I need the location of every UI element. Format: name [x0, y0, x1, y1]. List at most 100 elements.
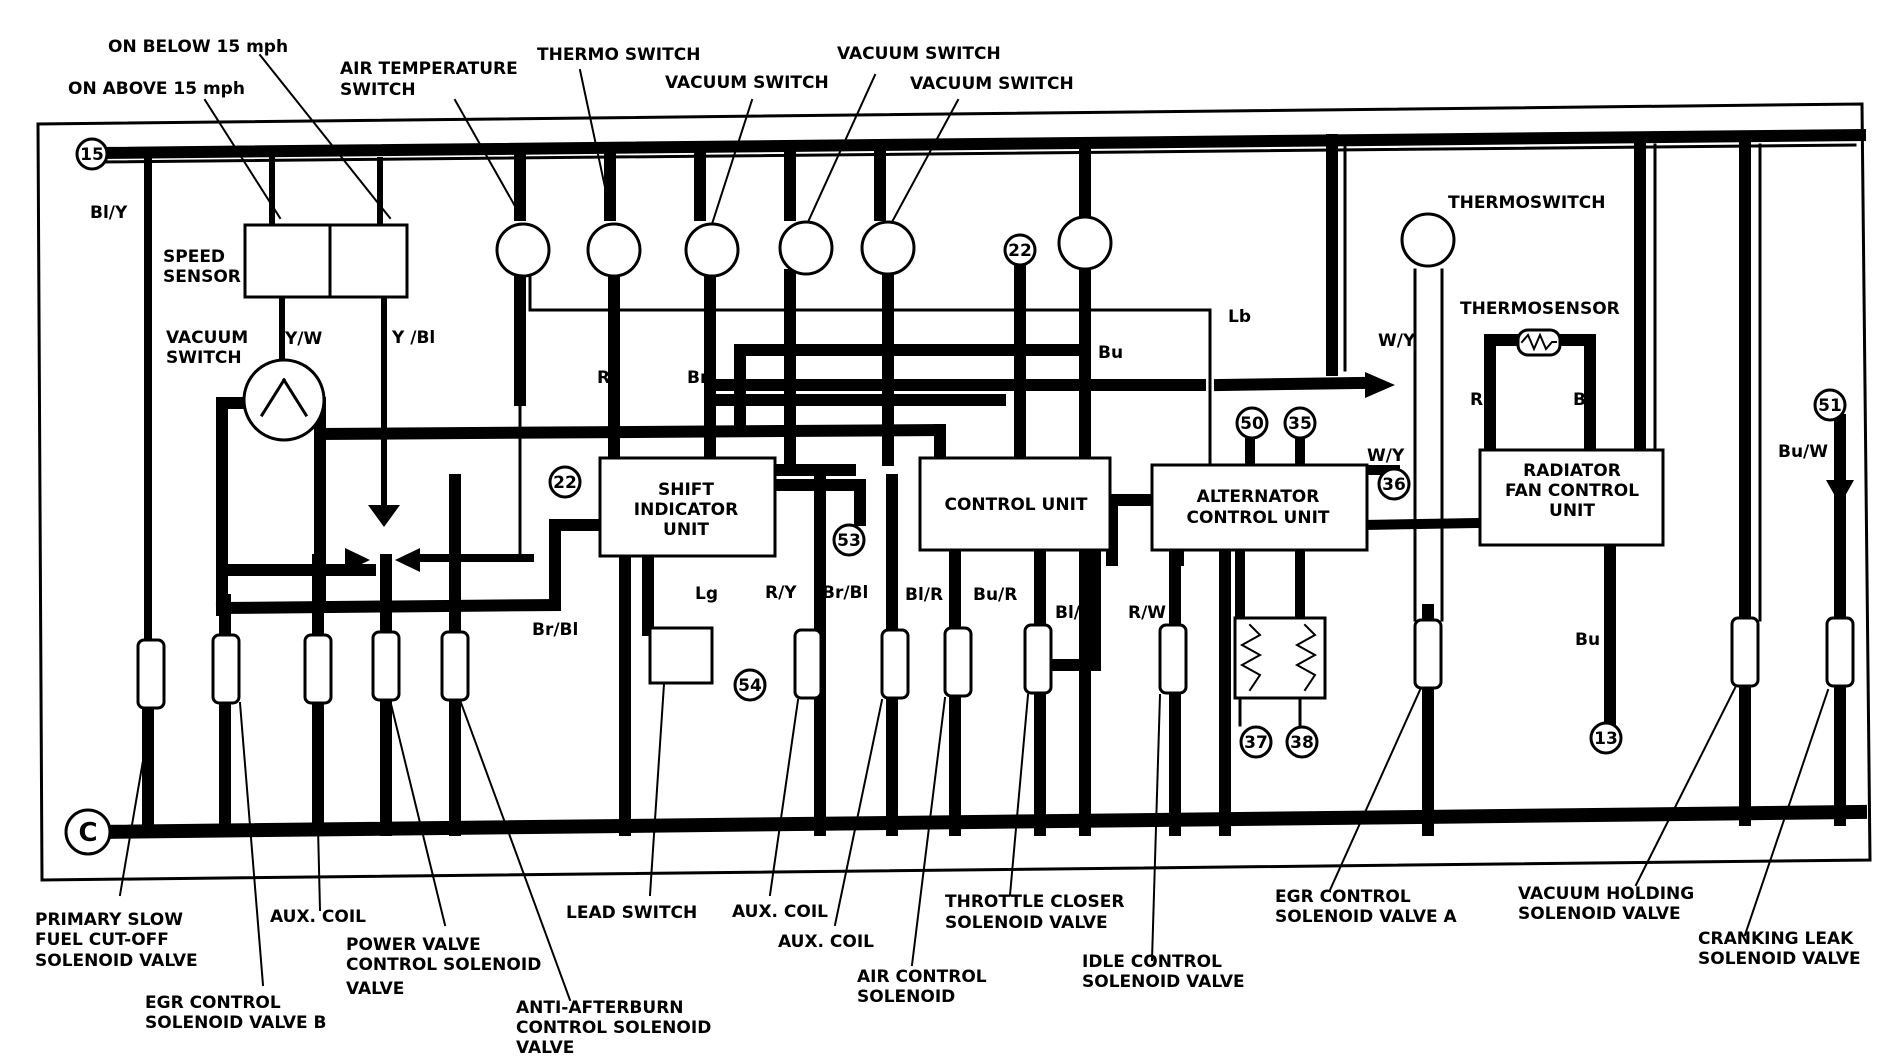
- vacuum-switch-left-label-2: SWITCH: [166, 348, 242, 368]
- arrow-head-icon: [395, 548, 420, 572]
- egr-a-label: EGR CONTROL: [1275, 887, 1411, 907]
- anti-afterburn-label: ANTI-AFTERBURN: [516, 998, 684, 1018]
- terminal-37: 37: [1244, 733, 1268, 753]
- lead-switch-box: [648, 626, 714, 685]
- cranking-leak-label: CRANKING LEAK: [1698, 929, 1854, 949]
- vacuum-switch-b-label: VACUUM SWITCH: [837, 44, 1001, 64]
- thermoswitch-icon: [1400, 212, 1456, 268]
- power-valve-solenoid-icon: [371, 630, 401, 702]
- air-temperature-switch-icon: [495, 222, 551, 278]
- radiator-fan-control-label-2: FAN CONTROL: [1505, 481, 1639, 501]
- anti-afterburn-label-2: CONTROL SOLENOID: [516, 1018, 711, 1038]
- wire-code-bu-r: Bu/R: [973, 585, 1017, 605]
- idle-control-solenoid-icon: [1158, 623, 1188, 695]
- egr-a-label-2: SOLENOID VALVE A: [1275, 907, 1458, 927]
- labels: ON BELOW 15 mph ON ABOVE 15 mph AIR TEMP…: [35, 37, 1861, 1056]
- wire-codes: Bl/Y Y/W Y /Bl R Br Bu Lb W/Y W/Y R Br B…: [90, 203, 1828, 650]
- wire-code-bu-bottom: Bu: [1575, 630, 1600, 650]
- shift-indicator-unit-box: [598, 456, 777, 558]
- on-below-15-label: ON BELOW 15 mph: [108, 37, 288, 57]
- shift-indicator-label-2: INDICATOR: [634, 500, 738, 520]
- solenoid-valves: [136, 616, 1855, 710]
- anti-afterburn-label-3: VALVE: [516, 1038, 574, 1056]
- alternator-control-unit-label-2: CONTROL UNIT: [1187, 508, 1330, 528]
- egr-a-solenoid-icon: [1413, 618, 1443, 690]
- air-control-solenoid-icon: [943, 626, 973, 698]
- aux-coil-2-icon: [793, 628, 823, 700]
- wire-code-lg: Lg: [695, 584, 718, 604]
- air-control-label-2: SOLENOID: [857, 987, 955, 1007]
- aux-coil-1-label: AUX. COIL: [270, 907, 366, 927]
- control-unit-box: [918, 456, 1112, 552]
- terminal-50: 50: [1240, 414, 1264, 434]
- terminal-15: 15: [80, 145, 104, 165]
- wire-code-y-bl: Y /Bl: [391, 328, 435, 348]
- vacuum-switch-left: [242, 358, 326, 442]
- aux-coil-1-icon: [303, 633, 333, 705]
- vacuum-switch-b-icon: [778, 220, 834, 276]
- egr-b-label: EGR CONTROL: [145, 993, 281, 1013]
- wire-code-bu-w: Bu/W: [1778, 442, 1828, 462]
- wire-code-r-rad: R: [1470, 390, 1483, 410]
- cranking-leak-solenoid-icon: [1825, 616, 1855, 688]
- vacuum-holding-solenoid-icon: [1730, 616, 1760, 688]
- arrow-head-icon: [368, 505, 400, 527]
- egr-b-label-2: SOLENOID VALVE B: [145, 1013, 326, 1033]
- thermo-switch-label: THERMO SWITCH: [537, 45, 700, 65]
- speed-sensor-label: SPEED: [163, 247, 225, 267]
- on-above-15-label: ON ABOVE 15 mph: [68, 79, 245, 99]
- primary-slow-solenoid-icon: [136, 638, 166, 710]
- cranking-leak-label-2: SOLENOID VALVE: [1698, 949, 1861, 969]
- wire-code-br-top: Br: [687, 368, 709, 388]
- terminal-53: 53: [837, 531, 861, 551]
- power-valve-label-3: VALVE: [346, 979, 404, 999]
- wire-code-y-w: Y/W: [284, 329, 323, 349]
- radiator-fan-control-label-3: UNIT: [1549, 501, 1595, 521]
- wire-code-r-w: R/W: [1128, 603, 1166, 623]
- alternator-resistors: [1233, 616, 1327, 700]
- terminal-35: 35: [1288, 414, 1312, 434]
- primary-slow-label-2: FUEL CUT-OFF: [35, 930, 169, 950]
- wire-code-r-y: R/Y: [765, 583, 797, 603]
- speed-sensor-label-2: SENSOR: [163, 267, 241, 287]
- idle-control-label-2: SOLENOID VALVE: [1082, 972, 1245, 992]
- primary-slow-label-3: SOLENOID VALVE: [35, 951, 198, 971]
- wire-code-w-y-1: W/Y: [1378, 331, 1416, 351]
- terminal-38: 38: [1290, 733, 1314, 753]
- wire-code-br-bl-2: Br/Bl: [822, 583, 868, 603]
- anti-afterburn-solenoid-icon: [440, 630, 470, 702]
- radiator-fan-control-label: RADIATOR: [1523, 461, 1621, 481]
- wire-code-w-y-2: W/Y: [1367, 446, 1405, 466]
- wire-code-bl-r: Bl/R: [905, 585, 943, 605]
- ground-terminal: C: [78, 818, 97, 848]
- air-temperature-switch-label: AIR TEMPERATURE: [340, 59, 518, 79]
- terminals: 15 22 22 53 54 50 35 36 37 38 51 13 C: [64, 137, 1847, 856]
- vacuum-switch-left-label: VACUUM: [166, 328, 248, 348]
- vacuum-holding-label: VACUUM HOLDING: [1518, 884, 1694, 904]
- thermosensor: [1516, 328, 1562, 357]
- panel-border: [36, 102, 1872, 882]
- terminal-22-top: 22: [1008, 241, 1032, 261]
- wire-code-bu-top: Bu: [1098, 343, 1123, 363]
- thermoswitch-label: THERMOSWITCH: [1448, 193, 1606, 213]
- terminal-54: 54: [738, 676, 762, 696]
- speed-sensor: [243, 223, 409, 299]
- wire-code-r-left: R: [597, 368, 610, 388]
- aux-coil-2-label: AUX. COIL: [732, 902, 828, 922]
- throttle-closer-solenoid-icon: [1023, 623, 1053, 695]
- lead-switch-label: LEAD SWITCH: [566, 903, 697, 923]
- control-unit-label: CONTROL UNIT: [945, 495, 1088, 515]
- callout-lines: [118, 53, 1830, 1002]
- thermosensor-label: THERMOSENSOR: [1460, 299, 1620, 319]
- wire-code-bl-y: Bl/Y: [90, 203, 128, 223]
- arrow-head-icon: [345, 548, 370, 572]
- vacuum-switch-c-label: VACUUM SWITCH: [910, 74, 1074, 94]
- wire-code-lb: Lb: [1228, 307, 1251, 327]
- air-control-label: AIR CONTROL: [857, 967, 987, 987]
- vacuum-switch-c-icon: [860, 220, 916, 276]
- idle-control-label: IDLE CONTROL: [1082, 952, 1222, 972]
- alternator-control-unit-box: [1150, 463, 1369, 552]
- thermo-switch-icon: [586, 222, 642, 278]
- power-valve-label: POWER VALVE: [346, 935, 481, 955]
